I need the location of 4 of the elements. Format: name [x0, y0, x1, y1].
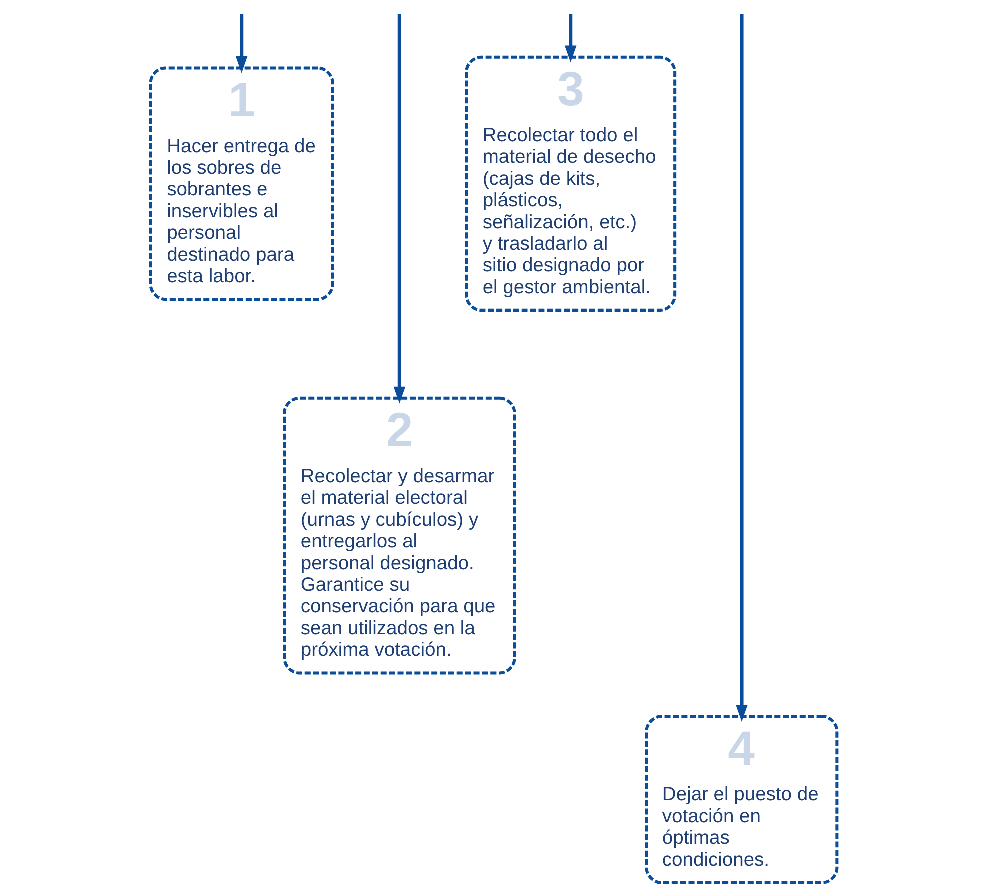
arrow	[393, 14, 406, 404]
arrow	[564, 14, 576, 63]
arrow	[235, 14, 248, 74]
arrow	[736, 14, 748, 722]
